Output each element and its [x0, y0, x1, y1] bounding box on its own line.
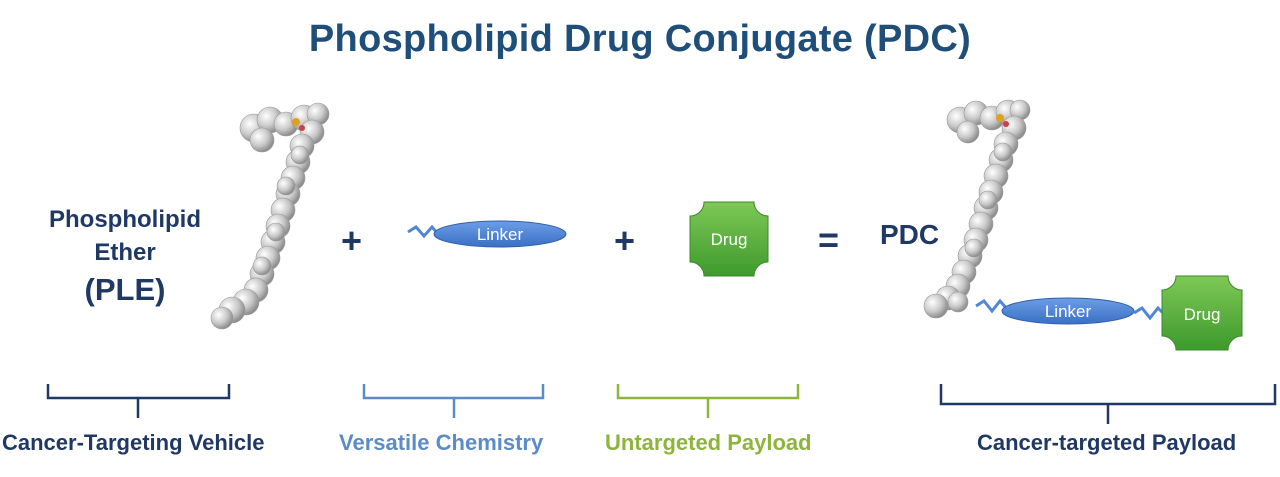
caption-payload: Untargeted Payload [605, 430, 812, 455]
equals-sign: = [818, 219, 840, 260]
plus-sign-1: + [341, 220, 363, 261]
brace-vehicle [46, 384, 231, 418]
brace-chemistry [362, 384, 545, 418]
linker-shape: Linker [407, 220, 567, 248]
pdc-linker-text: Linker [1045, 302, 1092, 321]
ple-molecule-image [210, 102, 330, 330]
ple-label-line2: Ether [94, 239, 156, 266]
ple-label-line3: (PLE) [84, 272, 166, 307]
ple-label: Phospholipid Ether (PLE) [40, 203, 210, 311]
drug-shape: Drug [689, 201, 769, 277]
brace-targeted [939, 384, 1277, 424]
pdc-drug-text: Drug [1184, 305, 1221, 324]
ple-label-line1: Phospholipid [49, 206, 201, 233]
pdc-linker-shape: Linker [975, 297, 1166, 325]
caption-chemistry: Versatile Chemistry [339, 430, 544, 455]
pdc-molecule-image [923, 99, 1031, 319]
linker-text: Linker [477, 225, 524, 244]
caption-vehicle: Cancer-Targeting Vehicle [2, 430, 265, 455]
page-title: Phospholipid Drug Conjugate (PDC) [308, 18, 972, 60]
pdc-label: PDC [880, 219, 940, 250]
pdc-drug-shape: Drug [1161, 275, 1243, 351]
drug-text: Drug [711, 230, 748, 249]
plus-sign-2: + [614, 220, 636, 261]
caption-targeted: Cancer-targeted Payload [977, 430, 1237, 455]
brace-payload [616, 384, 800, 418]
